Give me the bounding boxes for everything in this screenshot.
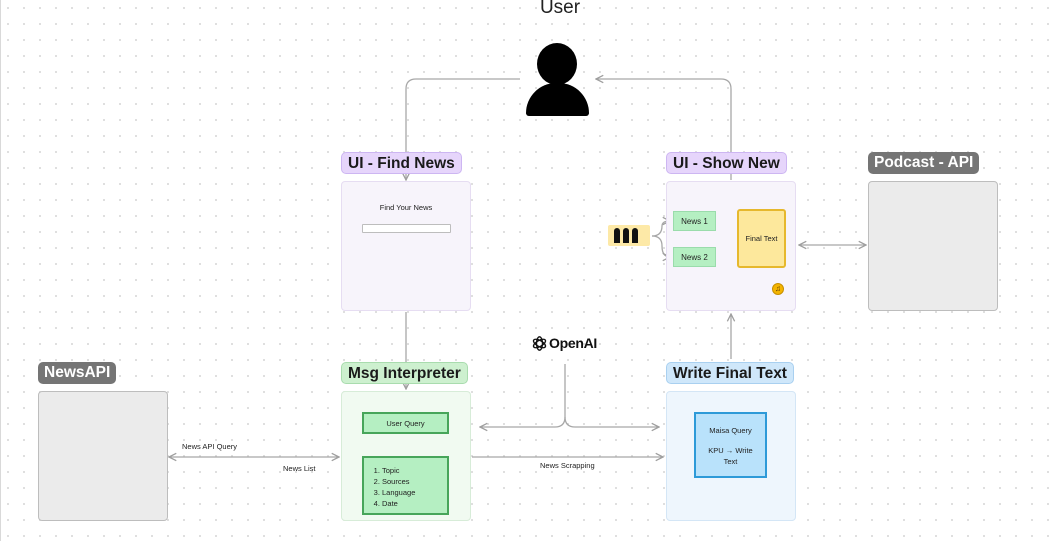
kpu-write-text: KPU → Write Text: [708, 446, 753, 466]
find-news-search-input[interactable]: [362, 224, 451, 233]
news-list-label: News List: [283, 464, 316, 473]
final-text-card: Final Text: [737, 209, 786, 268]
list-item: Topic: [382, 465, 447, 476]
canvas-edge: [0, 0, 1, 541]
list-item: Sources: [382, 476, 447, 487]
market-logo-icon: [608, 225, 650, 246]
wire-openai-to-final: [564, 416, 659, 427]
list-item: Language: [382, 487, 447, 498]
user-title: User: [539, 0, 581, 18]
maisa-query-title: Maisa Query: [709, 426, 752, 435]
wire-user-to-find-news: [406, 78, 520, 180]
newsapi-label[interactable]: NewsAPI: [38, 362, 117, 384]
podcast-api-frame[interactable]: [868, 181, 998, 311]
find-news-frame[interactable]: [341, 181, 471, 311]
maisa-query-box: Maisa Query KPU → Write Text: [694, 412, 767, 478]
list-item: Date: [382, 498, 447, 509]
podcast-api-label[interactable]: Podcast - API: [868, 152, 980, 174]
newsapi-frame[interactable]: [38, 391, 168, 521]
news-1-chip: News 1: [673, 211, 716, 231]
news-scrapping-label: News Scrapping: [540, 461, 595, 470]
show-new-label[interactable]: UI - Show New: [666, 152, 787, 174]
find-news-label[interactable]: UI - Find News: [341, 152, 462, 174]
openai-icon: [532, 336, 547, 351]
msg-interpreter-label[interactable]: Msg Interpreter: [341, 362, 468, 384]
openai-label: OpenAI: [549, 335, 597, 351]
user-query-box: User Query: [362, 412, 449, 434]
news-api-query-label: News API Query: [182, 442, 238, 451]
headphones-icon: ♫: [772, 283, 784, 295]
news-2-chip: News 2: [673, 247, 716, 267]
query-params-list: Topic Sources Language Date: [362, 456, 449, 515]
write-final-text-label[interactable]: Write Final Text: [666, 362, 794, 384]
wire-show-new-to-user: [596, 79, 732, 180]
wire-openai-split: [480, 364, 566, 427]
find-news-frame-title: Find Your News: [379, 203, 433, 212]
